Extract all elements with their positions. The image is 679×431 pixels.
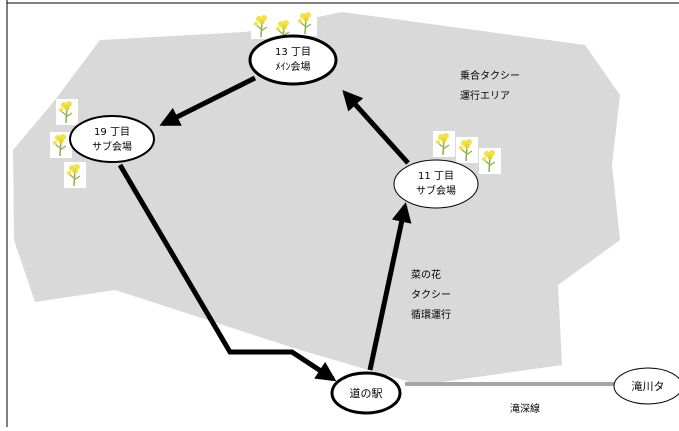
taxi-service-area xyxy=(13,12,620,385)
circuit-label-line1: 菜の花 xyxy=(411,268,441,281)
node-11-chome-sub-venue: 11 丁目 サブ会場 xyxy=(393,159,479,209)
node-13-line2: ﾒｲﾝ会場 xyxy=(276,60,311,73)
rail-line-label: 滝深線 xyxy=(510,402,540,415)
taxi-area-label-line1: 乗合タクシー xyxy=(460,69,520,82)
taxi-area-label-line2: 運行エリア xyxy=(460,89,510,102)
node-11-line2: サブ会場 xyxy=(416,184,456,197)
route-arrow-13-to-19 xyxy=(159,75,257,127)
node-19-line1: 19 丁目 xyxy=(94,127,130,138)
node-takikawa: 滝川タ xyxy=(613,367,679,405)
node-13-chome-main-venue: 13 丁目 ﾒｲﾝ会場 xyxy=(248,34,338,86)
circuit-label-line2: タクシー xyxy=(411,289,451,301)
node-19-chome-sub-venue: 19 丁目 サブ会場 xyxy=(69,115,155,163)
route-arrow-11-to-13 xyxy=(342,90,410,165)
node-michi-no-eki: 道の駅 xyxy=(330,371,402,415)
node-11-line1: 11 丁目 xyxy=(418,171,454,182)
node-eki-label: 道の駅 xyxy=(350,386,383,400)
route-arrow-19-to-eki xyxy=(117,163,337,382)
node-takikawa-label: 滝川タ xyxy=(632,380,665,393)
node-19-line2: サブ会場 xyxy=(92,140,132,153)
circuit-label-line3: 循環運行 xyxy=(411,308,451,321)
route-arrow-eki-to-11 xyxy=(367,202,412,371)
node-13-line1: 13 丁目 xyxy=(275,47,311,58)
